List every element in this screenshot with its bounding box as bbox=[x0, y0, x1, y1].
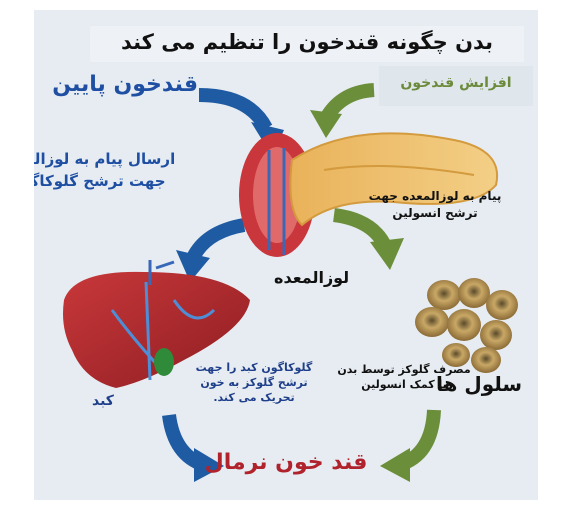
low-sugar-label: قندخون پایین bbox=[52, 72, 198, 97]
send-glucagon-label: ارسال پیام به لوزالمعده جهت ترشح گلوکاگو… bbox=[34, 148, 182, 192]
arrow-pancreas-to-liver bbox=[192, 225, 244, 260]
increase-sugar-box: افزایش قندخون bbox=[379, 66, 533, 106]
arrow-low-to-pancreas bbox=[199, 95, 266, 128]
cells-label: سلول ها bbox=[436, 372, 522, 396]
cells-illustration bbox=[415, 278, 518, 373]
arrow-pancreas-to-cells-head bbox=[370, 238, 404, 270]
diagram-canvas: بدن چگونه قندخون را تنظیم می کند افزایش … bbox=[34, 10, 538, 500]
title-bar: بدن چگونه قندخون را تنظیم می کند bbox=[90, 26, 524, 62]
diagram-title: بدن چگونه قندخون را تنظیم می کند bbox=[90, 30, 524, 54]
glucagon-effect-label: گلوکاگون کبد را جهت ترشح گلوکز به خون تح… bbox=[184, 360, 324, 405]
liver-label: کبد bbox=[92, 393, 114, 409]
normal-sugar-label: قند خون نرمال bbox=[34, 450, 538, 475]
pancreas-label: لوزالمعده bbox=[274, 268, 349, 287]
arrow-increase-to-pancreas-head bbox=[310, 110, 342, 138]
increase-sugar-label: افزایش قندخون bbox=[379, 75, 533, 91]
send-insulin-label: پیام به لوزالمعده جهت ترشح انسولین bbox=[360, 188, 510, 222]
